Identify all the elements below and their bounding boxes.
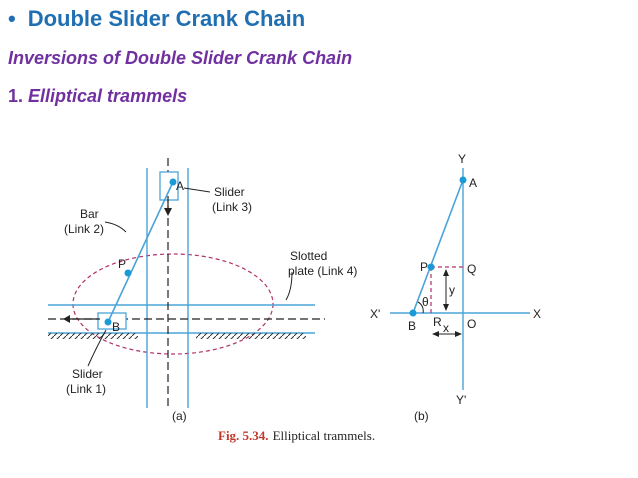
label-q: Q bbox=[467, 262, 476, 276]
point-p-b bbox=[427, 263, 435, 271]
label-y: Y bbox=[458, 152, 466, 166]
figure-caption: Fig. 5.34. Elliptical trammels. bbox=[218, 428, 375, 443]
label-o: O bbox=[467, 317, 476, 331]
plate-label-2: plate (Link 4) bbox=[288, 264, 357, 278]
caption-text: Elliptical trammels. bbox=[273, 428, 376, 443]
bar-leader bbox=[104, 221, 127, 233]
label-x: X bbox=[533, 307, 541, 321]
point-b-b bbox=[409, 309, 417, 317]
label-theta: θ bbox=[422, 295, 429, 309]
label-y-dim: y bbox=[449, 283, 455, 297]
item-label: Elliptical trammels bbox=[28, 86, 188, 106]
label-a: A bbox=[176, 179, 184, 193]
theta-arc bbox=[417, 301, 424, 314]
ground-hatch-left bbox=[48, 333, 138, 339]
slider-bottom-label-2: (Link 1) bbox=[66, 382, 106, 396]
list-item-heading: 1. Elliptical trammels bbox=[8, 86, 187, 107]
part-a-label: (a) bbox=[172, 409, 187, 423]
down-arrow-icon bbox=[164, 208, 172, 216]
bar-link bbox=[107, 181, 174, 323]
slider-top-label-2: (Link 3) bbox=[212, 200, 252, 214]
point-p bbox=[124, 269, 132, 277]
plate-label-1: Slotted bbox=[290, 249, 327, 263]
label-r: R bbox=[433, 315, 442, 329]
y-arrow-down-icon bbox=[443, 304, 449, 311]
ground-hatch-right bbox=[196, 333, 306, 339]
title-text: Double Slider Crank Chain bbox=[27, 6, 306, 31]
slider-top-leader bbox=[183, 187, 211, 193]
slide-title: • Double Slider Crank Chain bbox=[8, 6, 305, 32]
plate-leader bbox=[285, 271, 293, 301]
x-arrow-right-icon bbox=[455, 331, 462, 337]
label-b-b: B bbox=[408, 319, 416, 333]
y-arrow-up-icon bbox=[443, 269, 449, 276]
x-arrow-left-icon bbox=[432, 331, 439, 337]
label-x-prime: X' bbox=[370, 307, 380, 321]
caption-fig-number: Fig. 5.34. bbox=[218, 428, 269, 443]
bar-label-2: (Link 2) bbox=[64, 222, 104, 236]
bar-label-1: Bar bbox=[80, 207, 99, 221]
label-p-b: P bbox=[420, 260, 428, 274]
figure-a: A P B Slider (Link 3) Bar (Link 2) Slott… bbox=[48, 158, 357, 423]
label-b: B bbox=[112, 320, 120, 334]
slider-top-label-1: Slider bbox=[214, 185, 245, 199]
part-b-label: (b) bbox=[414, 409, 429, 423]
point-a bbox=[169, 178, 177, 186]
bullet-icon: • bbox=[8, 6, 16, 31]
point-b bbox=[104, 318, 112, 326]
ellipse-path bbox=[72, 253, 274, 355]
point-a-b bbox=[459, 176, 467, 184]
label-p: P bbox=[118, 257, 126, 271]
slider-bottom-label-1: Slider bbox=[72, 367, 103, 381]
figure-b: Y Y' X X' A P Q B R O θ y x (b) bbox=[370, 152, 541, 423]
label-x-dim: x bbox=[443, 321, 449, 335]
slider-bottom-leader bbox=[87, 329, 107, 367]
item-number: 1. bbox=[8, 86, 24, 106]
slide-subtitle: Inversions of Double Slider Crank Chain bbox=[8, 48, 353, 68]
label-y-prime: Y' bbox=[456, 393, 466, 407]
bar-ab bbox=[412, 179, 464, 314]
label-a-b: A bbox=[469, 176, 477, 190]
left-arrow-icon bbox=[63, 315, 70, 323]
